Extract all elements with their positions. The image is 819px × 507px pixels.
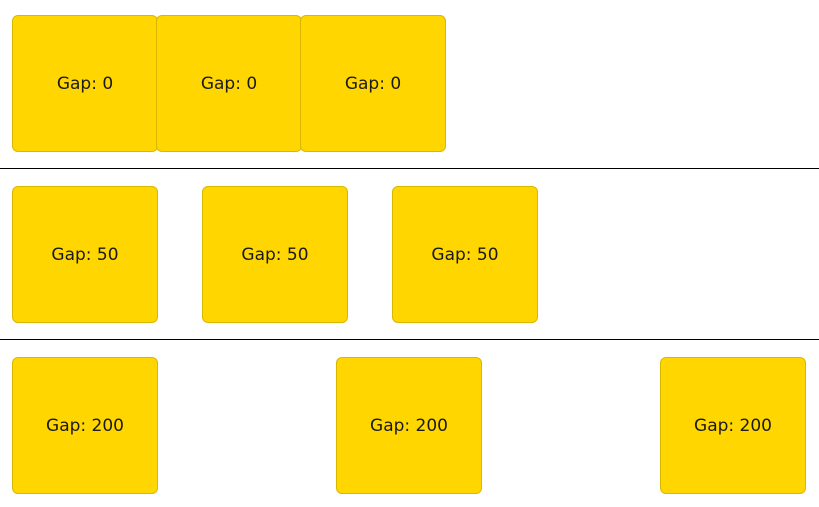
gap-row-0: Gap: 0 Gap: 0 Gap: 0 [12,15,446,152]
gap-box: Gap: 50 [12,186,158,323]
gap-box: Gap: 200 [12,357,158,494]
row-divider [0,168,819,169]
gap-box-label: Gap: 200 [46,415,124,436]
gap-box-label: Gap: 200 [694,415,772,436]
gap-row-200: Gap: 200 Gap: 200 Gap: 200 [12,357,806,494]
gap-box: Gap: 0 [300,15,446,152]
gap-box-label: Gap: 50 [431,244,499,265]
gap-box: Gap: 200 [336,357,482,494]
gap-box: Gap: 50 [392,186,538,323]
gap-box-label: Gap: 0 [56,73,114,94]
gap-box: Gap: 0 [12,15,158,152]
gap-box: Gap: 200 [660,357,806,494]
gap-box-label: Gap: 200 [370,415,448,436]
gap-box-label: Gap: 50 [241,244,309,265]
gap-box: Gap: 0 [156,15,302,152]
gap-box-label: Gap: 0 [344,73,402,94]
gap-box: Gap: 50 [202,186,348,323]
gap-box-label: Gap: 0 [200,73,258,94]
gap-row-50: Gap: 50 Gap: 50 Gap: 50 [12,186,538,323]
row-divider [0,339,819,340]
gap-box-label: Gap: 50 [51,244,119,265]
